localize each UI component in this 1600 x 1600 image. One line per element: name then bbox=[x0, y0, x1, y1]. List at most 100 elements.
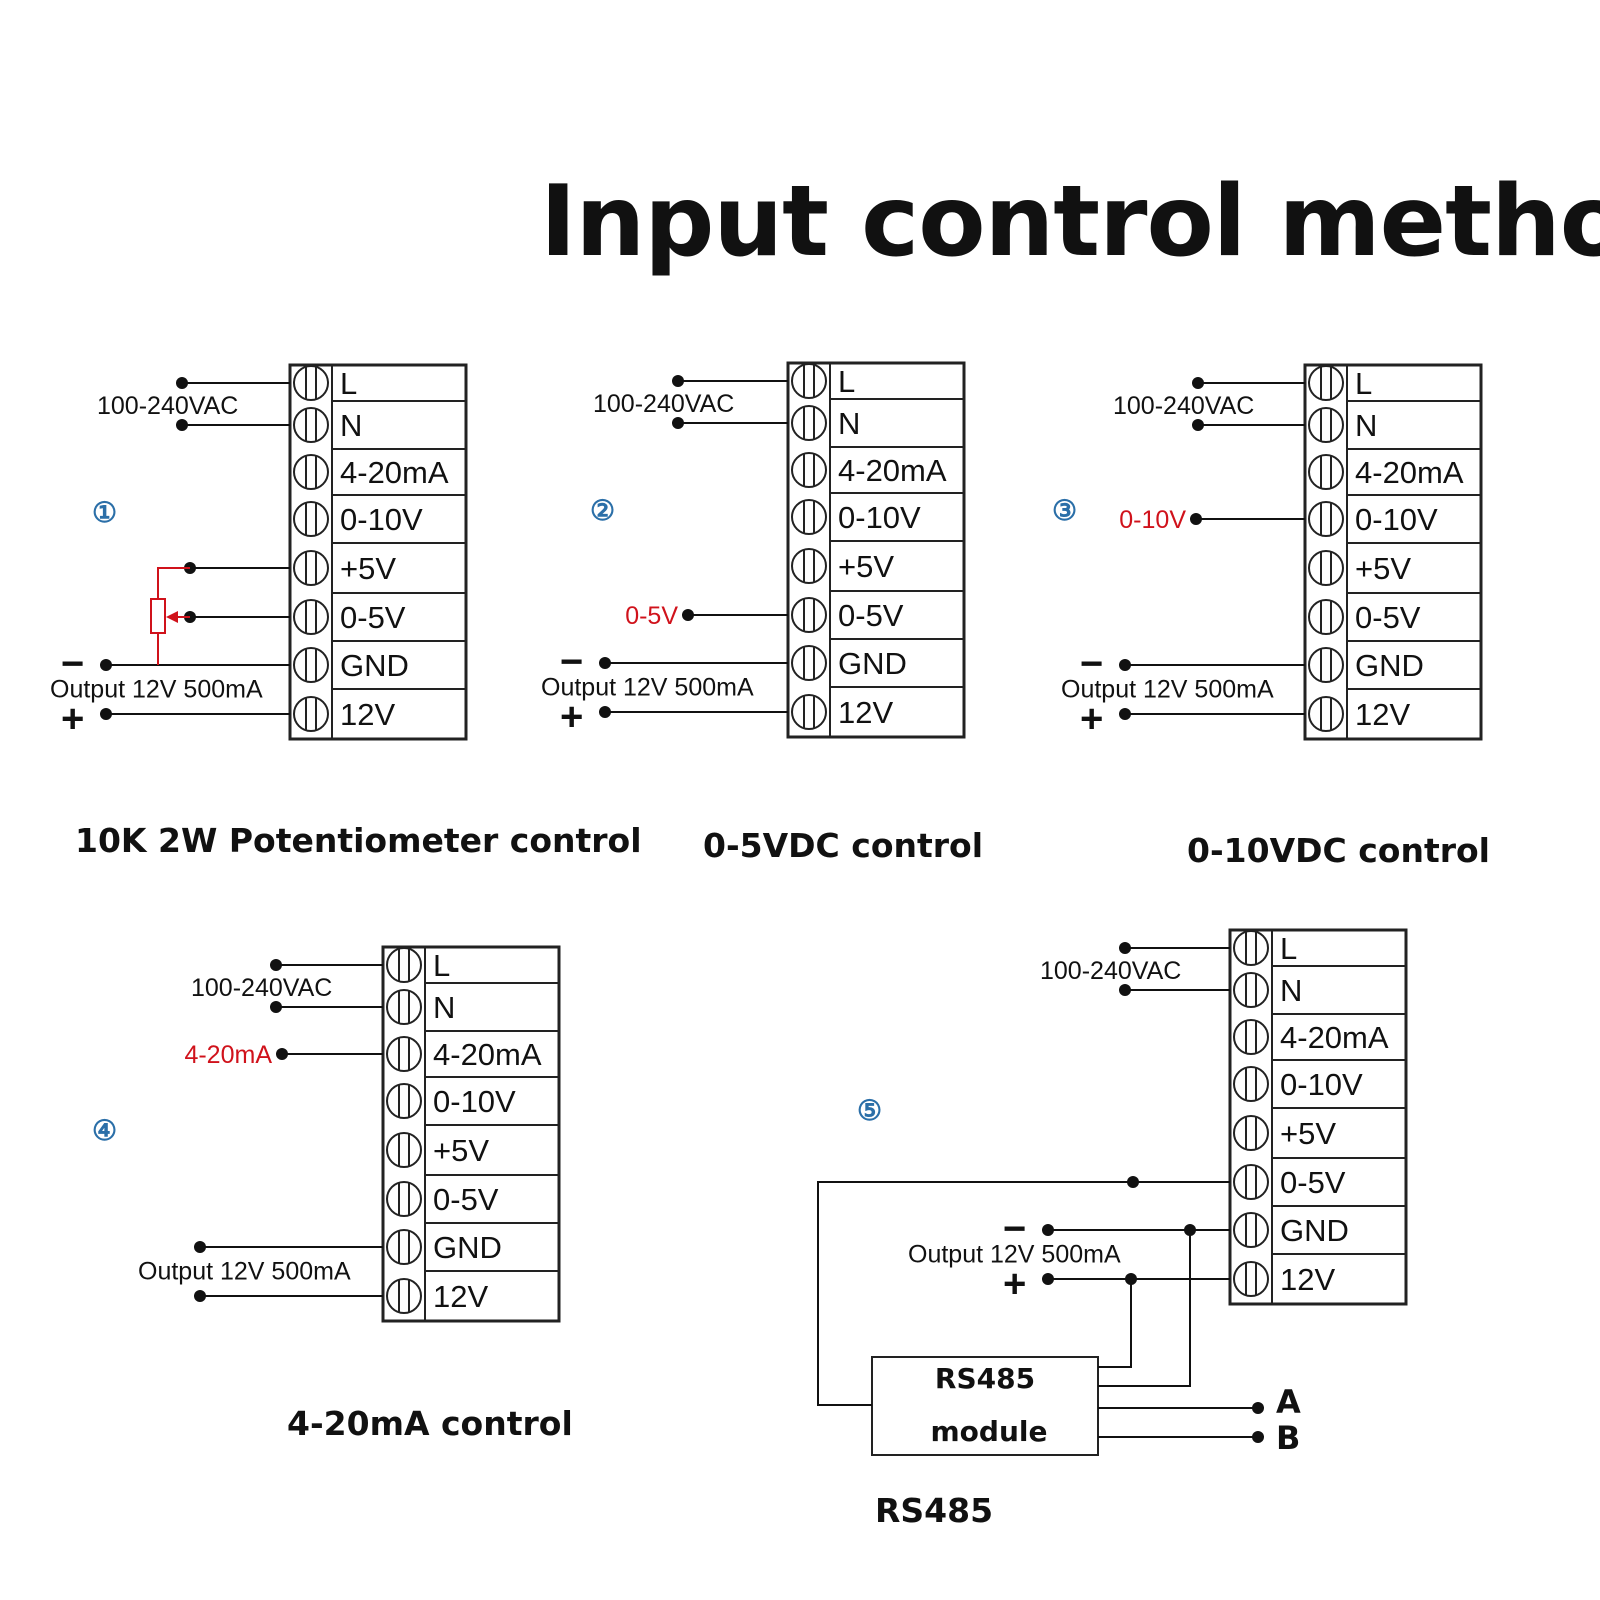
terminal-label: 4-20mA bbox=[838, 453, 947, 488]
signal-wire bbox=[817, 1181, 1230, 1406]
diagram-caption: 0-10VDC control bbox=[1187, 831, 1490, 870]
terminal-label: 12V bbox=[433, 1279, 488, 1314]
screw-terminal-icon bbox=[293, 365, 329, 401]
diagram-number: ③ bbox=[1052, 495, 1077, 526]
terminal-label: 0-10V bbox=[1355, 502, 1438, 537]
screw-terminal-icon bbox=[1308, 365, 1344, 401]
diagram-number: ⑤ bbox=[857, 1095, 882, 1126]
module-title: RS485 bbox=[935, 1362, 1035, 1395]
terminal-label: GND bbox=[1355, 648, 1424, 683]
terminal-label: GND bbox=[340, 648, 409, 683]
terminal-label: 12V bbox=[1280, 1262, 1335, 1297]
screw-terminal-icon bbox=[1233, 972, 1269, 1008]
screw-terminal-icon bbox=[791, 597, 827, 633]
diagram-caption: 0-5VDC control bbox=[703, 826, 983, 865]
diagram-number: ② bbox=[590, 495, 615, 526]
terminal-label: L bbox=[1280, 931, 1297, 966]
screw-terminal-icon bbox=[386, 947, 422, 983]
screw-terminal-icon bbox=[791, 645, 827, 681]
screw-terminal-icon bbox=[1233, 1066, 1269, 1102]
supply-label: 100-240VAC bbox=[191, 974, 332, 1002]
terminal-label: N bbox=[838, 406, 860, 441]
diagram-2: LN4-20mA0-10V+5V0-5VGND12V100-240VACOutp… bbox=[541, 361, 983, 865]
screw-terminal-icon bbox=[386, 1036, 422, 1072]
screw-terminal-icon bbox=[293, 647, 329, 683]
screw-terminal-icon bbox=[791, 694, 827, 730]
diagram-4: LN 4-20mA 0-10V +5V 0-5V GND 12V 100-240VAC Outp… bbox=[92, 945, 573, 1443]
supply-label: 100-240VAC bbox=[1040, 957, 1181, 985]
screw-terminal-icon bbox=[1233, 930, 1269, 966]
terminal-label: N bbox=[433, 990, 455, 1025]
terminal-label: +5V bbox=[433, 1133, 489, 1168]
screw-terminal-icon bbox=[1308, 647, 1344, 683]
terminal-label: 0-10V bbox=[433, 1084, 516, 1119]
terminal-label: L bbox=[838, 364, 855, 399]
terminal-label: 0-5V bbox=[1355, 600, 1421, 635]
terminal-label: 0-5V bbox=[1280, 1165, 1346, 1200]
output-label: Output 12V 500mA bbox=[138, 1258, 351, 1286]
gnd-wire bbox=[1098, 1230, 1191, 1387]
screw-terminal-icon bbox=[1308, 407, 1344, 443]
page-title: Input control method bbox=[540, 165, 1600, 279]
output-label: Output 12V 500mA bbox=[50, 676, 263, 704]
screw-terminal-icon bbox=[386, 1083, 422, 1119]
terminal-label: L bbox=[1355, 366, 1372, 401]
minus-sign: − bbox=[560, 640, 583, 684]
terminal-label: 0-10V bbox=[838, 500, 921, 535]
screw-terminal-icon bbox=[293, 550, 329, 586]
plus-sign: + bbox=[1003, 1262, 1026, 1306]
screw-terminal-icon bbox=[1233, 1019, 1269, 1055]
screw-terminal-icon bbox=[293, 407, 329, 443]
output-label: Output 12V 500mA bbox=[908, 1241, 1121, 1269]
screw-terminal-icon bbox=[293, 501, 329, 537]
signal-input-label: 0-10V bbox=[1119, 506, 1186, 534]
terminal-label: GND bbox=[433, 1230, 502, 1265]
terminal-label: GND bbox=[838, 646, 907, 681]
terminal-label: N bbox=[1280, 973, 1302, 1008]
screw-terminal-icon bbox=[1308, 550, 1344, 586]
terminal-label: +5V bbox=[838, 549, 894, 584]
terminal-label: 12V bbox=[1355, 697, 1410, 732]
signal-input-label: 4-20mA bbox=[184, 1041, 272, 1069]
screw-terminal-icon bbox=[1308, 501, 1344, 537]
minus-sign: − bbox=[61, 642, 84, 686]
screw-terminal-icon bbox=[386, 1278, 422, 1314]
screw-terminal-icon bbox=[293, 696, 329, 732]
supply-label: 100-240VAC bbox=[97, 392, 238, 420]
screw-terminal-icon bbox=[293, 454, 329, 490]
minus-sign: − bbox=[1080, 642, 1103, 686]
screw-terminal-icon bbox=[1233, 1115, 1269, 1151]
terminal-label: 4-20mA bbox=[1355, 455, 1464, 490]
terminal-label: 12V bbox=[340, 697, 395, 732]
b-label: B bbox=[1276, 1419, 1300, 1457]
screw-terminal-icon bbox=[1308, 599, 1344, 635]
minus-sign: − bbox=[1003, 1207, 1026, 1251]
screw-terminal-icon bbox=[1308, 454, 1344, 490]
plus-sign: + bbox=[1080, 697, 1103, 741]
signal-input-label: 0-5V bbox=[625, 602, 678, 630]
screw-terminal-icon bbox=[791, 548, 827, 584]
diagram-number: ① bbox=[92, 497, 117, 528]
screw-terminal-icon bbox=[791, 452, 827, 488]
a-label: A bbox=[1276, 1383, 1301, 1421]
screw-terminal-icon bbox=[386, 1132, 422, 1168]
output-label: Output 12V 500mA bbox=[541, 674, 754, 702]
terminal-label: +5V bbox=[340, 551, 396, 586]
diagram-caption: 10K 2W Potentiometer control bbox=[75, 821, 642, 860]
terminal-label: 4-20mA bbox=[340, 455, 449, 490]
screw-terminal-icon bbox=[1308, 696, 1344, 732]
terminal-label: 0-5V bbox=[433, 1182, 499, 1217]
screw-terminal-icon bbox=[1233, 1212, 1269, 1248]
module-subtitle: module bbox=[931, 1415, 1048, 1448]
terminal-label: L bbox=[340, 366, 357, 401]
diagram-caption: 4-20mA control bbox=[287, 1404, 573, 1443]
terminal-label: L bbox=[433, 948, 450, 983]
diagram-3: LN4-20mA0-10V+5V0-5VGND12V100-240VACOutp… bbox=[1052, 363, 1490, 870]
screw-terminal-icon bbox=[791, 363, 827, 399]
screw-terminal-icon bbox=[1233, 1261, 1269, 1297]
